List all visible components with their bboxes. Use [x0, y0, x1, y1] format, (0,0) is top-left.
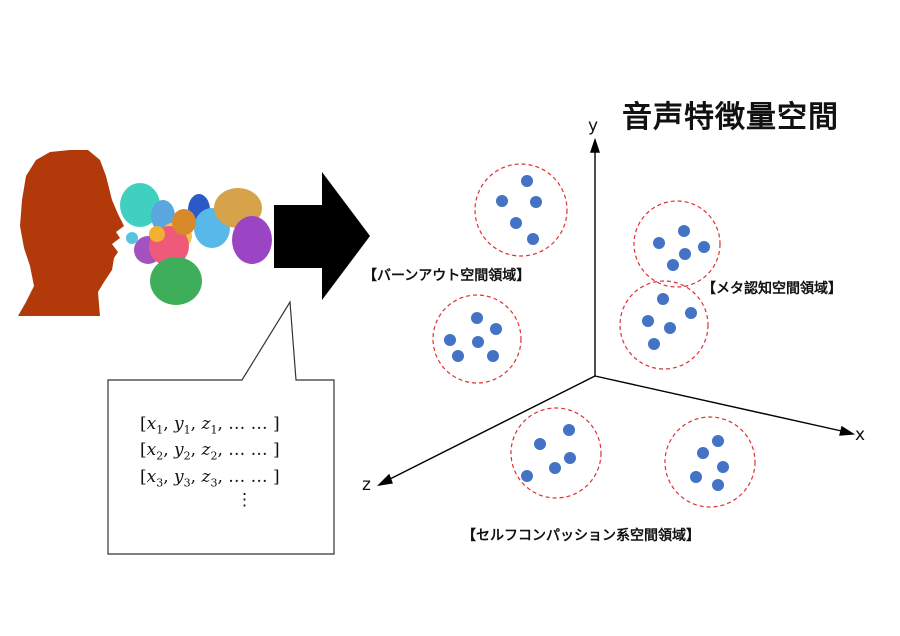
data-dot	[471, 312, 483, 324]
cluster-dots	[444, 175, 729, 491]
data-dot	[521, 175, 533, 187]
head-silhouette	[18, 150, 124, 316]
x-axis-line	[594, 375, 847, 433]
data-dot	[712, 435, 724, 447]
region-label-burnout: 【バーンアウト空間領域】	[363, 268, 531, 284]
data-dot	[452, 350, 464, 362]
data-dot	[653, 237, 665, 249]
data-dot	[530, 196, 542, 208]
data-dot	[642, 315, 654, 327]
feature-vector-row: [x2, y2, z2, … … ]	[140, 440, 280, 463]
x-axis-arrowhead	[839, 425, 856, 436]
data-dot	[527, 233, 539, 245]
data-dot	[717, 461, 729, 473]
voice-swirl-graphic	[120, 183, 272, 305]
data-dot	[549, 462, 561, 474]
diagram-title: 音声特徴量空間	[622, 100, 839, 135]
region-label-self-compassion: 【セルフコンパッション系空間領域】	[462, 528, 700, 544]
cluster-meta-lower	[619, 280, 709, 370]
cluster-self-right	[664, 416, 756, 508]
data-dot	[698, 241, 710, 253]
y-axis-label: y	[588, 116, 599, 136]
data-dot	[444, 334, 456, 346]
data-dot	[697, 447, 709, 459]
data-dot	[496, 195, 508, 207]
data-dot	[563, 424, 575, 436]
data-dot	[521, 470, 533, 482]
continuation-dots: ⋮	[236, 490, 253, 510]
data-dot	[472, 336, 484, 348]
cluster-meta-upper	[633, 200, 721, 288]
cluster-self-left	[510, 407, 602, 499]
data-dot	[712, 479, 724, 491]
z-axis-label: z	[362, 475, 371, 495]
x-axis-label: x	[855, 425, 866, 445]
data-dot	[564, 452, 576, 464]
region-label-meta: 【メタ認知空間領域】	[702, 281, 842, 297]
cluster-burnout-lower	[432, 294, 522, 384]
data-dot	[664, 322, 676, 334]
data-dot	[667, 259, 679, 271]
feature-vector-row: [x3, y3, z3, … … ]	[140, 467, 280, 490]
data-dot	[510, 217, 522, 229]
data-dot	[648, 338, 660, 350]
feature-callout-box	[107, 300, 335, 555]
data-dot	[657, 293, 669, 305]
data-dot	[679, 248, 691, 260]
data-dot	[534, 438, 546, 450]
axes-3d	[376, 137, 856, 487]
flow-arrow	[274, 172, 370, 300]
z-axis-line	[385, 375, 596, 482]
data-dot	[678, 225, 690, 237]
data-dot	[487, 350, 499, 362]
y-axis-arrowhead	[590, 137, 600, 153]
feature-vector-row: [x1, y1, z1, … … ]	[140, 414, 280, 437]
z-axis-arrowhead	[376, 473, 393, 487]
feature-vector-list: [x1, y1, z1, … … ] [x2, y2, z2, … … ] [x…	[108, 380, 334, 554]
data-dot	[490, 323, 502, 335]
cluster-burnout-upper	[474, 163, 568, 257]
data-dot	[690, 471, 702, 483]
data-dot	[685, 307, 697, 319]
